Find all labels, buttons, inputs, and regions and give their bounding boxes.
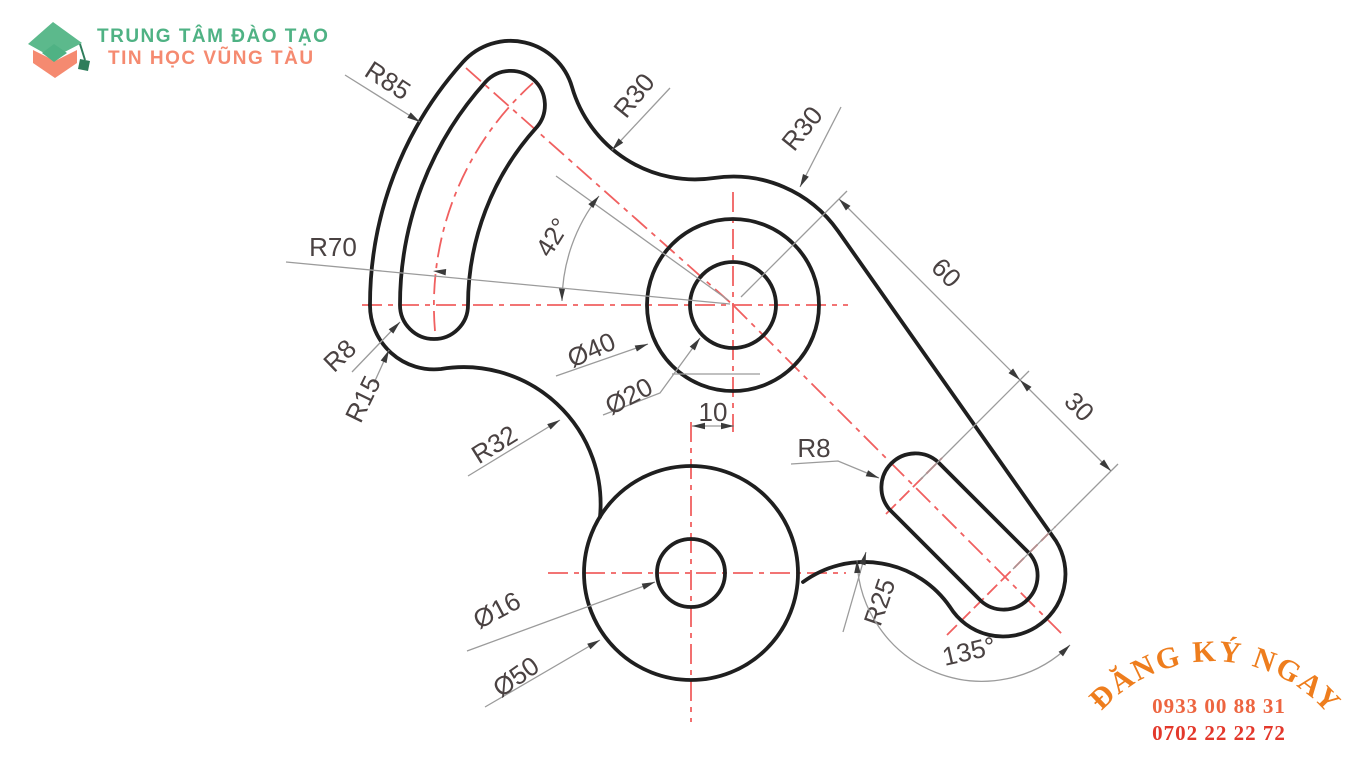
dimension-r30-right: R30 — [775, 100, 842, 188]
dim30-extension — [1012, 463, 1119, 570]
r8-right-leader — [790, 460, 880, 479]
dimension-r85: R85 — [344, 55, 421, 123]
r70-arrowhead — [433, 269, 447, 276]
dim60-arrowhead-top — [839, 199, 851, 211]
r8-right-arrowhead — [865, 470, 879, 478]
r15-arrowhead — [380, 350, 389, 364]
angle42-arc — [561, 195, 600, 302]
promo: ĐĂNG KÝ NGAY 0933 00 88 31 0702 22 22 72 — [1083, 635, 1346, 745]
dim60-extension-slot — [919, 370, 1030, 481]
logo-tassel-cord-icon — [79, 43, 86, 61]
dim10-arrowhead-left — [692, 422, 705, 430]
dim30-arrowhead-bottom — [1099, 459, 1111, 471]
dimension-10: 10 — [672, 373, 760, 430]
r85-leader — [344, 74, 421, 123]
dimension-r30-top: R30 — [607, 67, 671, 151]
angle135-arc — [856, 559, 1071, 682]
logo: TRUNG TÂM ĐÀO TẠO TIN HỌC VŨNG TÀU — [28, 22, 329, 78]
boss-hole-d20 — [688, 260, 778, 350]
d40-leader — [555, 343, 649, 377]
bottom-hole-d16 — [655, 537, 727, 609]
r32-leader — [467, 419, 561, 477]
dim60-line — [838, 198, 1021, 381]
dimension-r32: R32 — [466, 419, 561, 477]
centerlines — [362, 67, 1063, 722]
r8-left-arrowhead — [388, 322, 400, 334]
slot-axis-42deg-centerline — [465, 67, 734, 306]
dim60-label: 60 — [926, 252, 968, 294]
d40-label: Ø40 — [563, 326, 620, 373]
logo-cap-base-icon — [33, 50, 77, 78]
dimension-d16: Ø16 — [466, 581, 656, 652]
logo-cap-top-icon — [28, 22, 82, 58]
promo-phone1: 0933 00 88 31 — [1152, 694, 1286, 718]
dim60-arrowhead-bottom — [1008, 368, 1020, 380]
r30-right-leader — [799, 106, 842, 188]
d50-label: Ø50 — [487, 650, 544, 703]
dim60-extension-boss — [740, 190, 848, 298]
d20-arrowhead — [689, 338, 700, 351]
dim10-label: 10 — [699, 397, 728, 427]
dim30-arrowhead-top — [1020, 380, 1032, 392]
r32-label: R32 — [466, 419, 522, 470]
r70-leader — [285, 261, 731, 305]
r25-arrowhead — [859, 552, 866, 566]
dimension-d50: Ø50 — [484, 639, 601, 708]
dim30-line — [1019, 379, 1112, 472]
r30-top-leader — [611, 87, 671, 151]
r8-right-label: R8 — [797, 433, 830, 463]
dimension-d40: Ø40 — [555, 326, 649, 377]
angle42-ray — [555, 175, 729, 301]
silhouette-upper — [368, 38, 1068, 639]
dimension-r70: R70 — [285, 232, 731, 305]
silhouette-left-fillet — [368, 303, 603, 519]
d16-arrowhead — [641, 582, 655, 590]
slot-axis-45deg-centerline — [732, 304, 1063, 635]
r85-arrowhead — [407, 112, 420, 122]
r15-label: R15 — [339, 371, 387, 427]
promo-phone2: 0702 22 22 72 — [1152, 721, 1286, 745]
r8-left-label: R8 — [317, 333, 362, 378]
r70-label: R70 — [309, 232, 357, 262]
curved-slot — [398, 68, 547, 341]
boss-circle-d40 — [645, 217, 821, 393]
r30-top-label: R30 — [607, 67, 660, 123]
r70-center-arc — [433, 82, 534, 332]
angle135-arrowhead-right — [1058, 645, 1070, 657]
r32-arrowhead — [547, 420, 560, 430]
part-outline — [368, 38, 1068, 682]
r25-label: R25 — [858, 575, 902, 630]
angle42-arrowhead-top — [588, 196, 599, 209]
logo-line2: TIN HỌC VŨNG TÀU — [108, 47, 315, 69]
r30-right-arrowhead — [800, 174, 809, 187]
dimension-30: 30 — [1012, 379, 1119, 570]
logo-line1: TRUNG TÂM ĐÀO TẠO — [97, 25, 329, 47]
d40-arrowhead — [634, 344, 648, 352]
angle135-label: 135° — [939, 631, 998, 672]
d20-leader — [602, 337, 701, 416]
d50-leader — [484, 639, 601, 708]
r85-label: R85 — [360, 55, 416, 106]
dim30-label: 30 — [1059, 386, 1101, 428]
d50-arrowhead — [587, 640, 600, 650]
dim10-arrowhead-right — [721, 422, 734, 430]
d16-leader — [466, 581, 656, 652]
logo-cap-inner-icon — [42, 44, 67, 62]
angle42-arrowhead-bottom — [558, 288, 566, 301]
dimension-r8-right: R8 — [790, 433, 880, 479]
r25-leader — [842, 551, 867, 633]
bottom-circle-d50 — [582, 464, 800, 682]
d16-label: Ø16 — [468, 585, 525, 635]
logo-tassel-icon — [78, 59, 90, 71]
angle135-arrowhead-left — [854, 560, 861, 574]
r30-top-arrowhead — [612, 138, 624, 150]
